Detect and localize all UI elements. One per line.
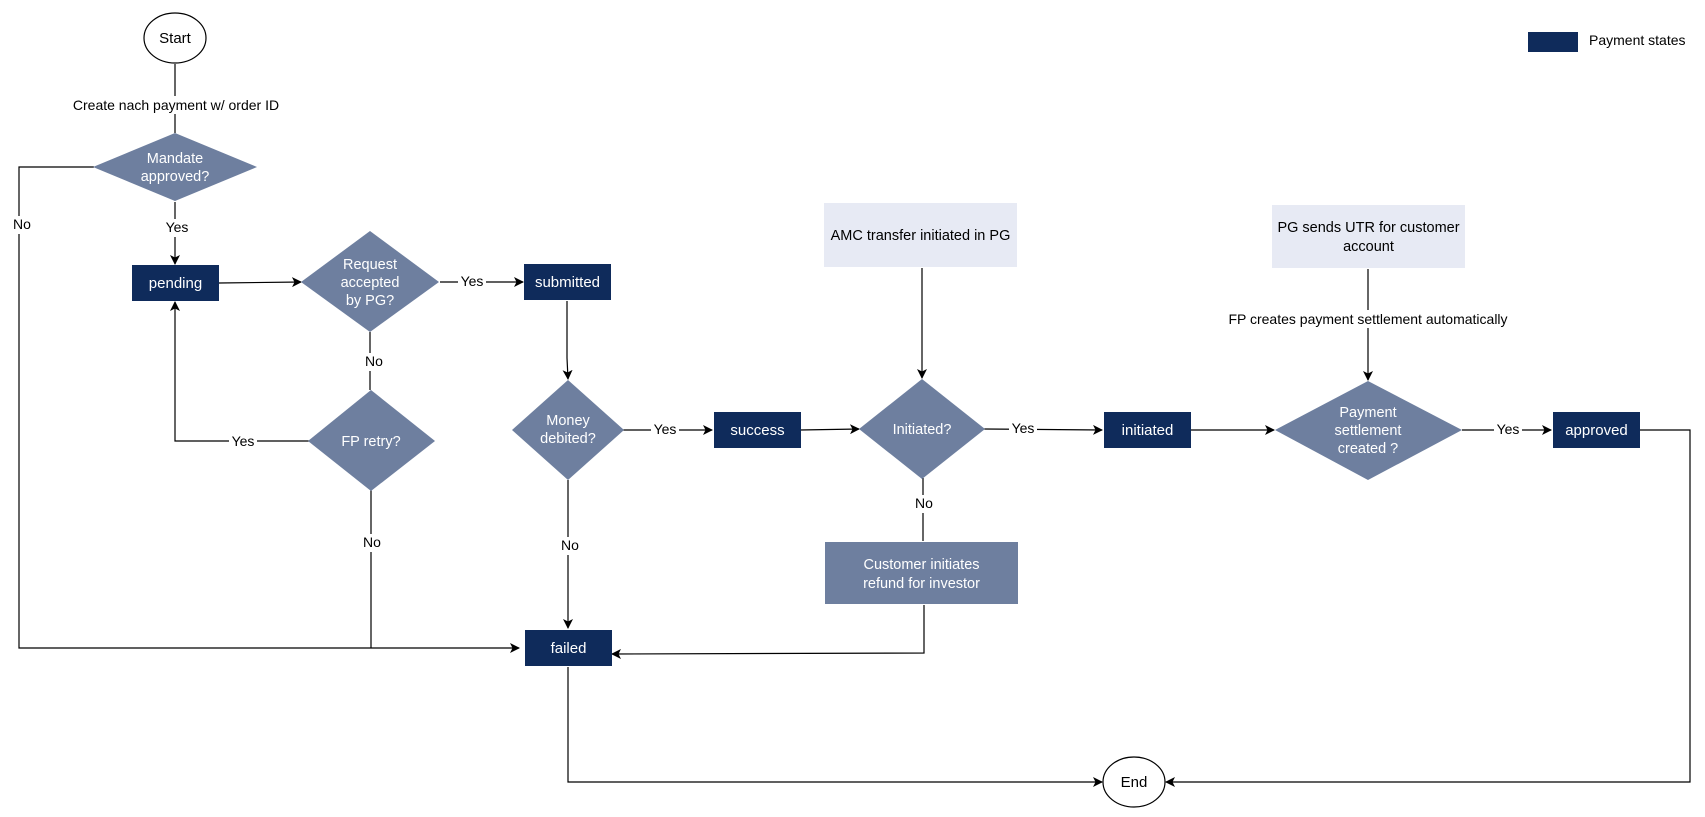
decision-initiated: Initiated? [859,379,985,479]
edge-label-retry-yes: Yes [232,433,255,449]
decision-money-debited: Money debited? [512,380,624,480]
decision-mandate-line-2: approved? [141,169,210,185]
edge-label-money-yes: Yes [654,421,677,437]
state-success: success [714,412,801,448]
state-submitted: submitted [524,264,611,300]
state-failed-label: failed [551,640,587,657]
edge-approved-to-end [1165,429,1691,787]
edge-label-initiated-no: No [915,495,933,511]
state-submitted-label: submitted [535,274,600,291]
edge-label-request-yes: Yes [461,273,484,289]
decision-money-line-1: Money [546,413,590,429]
state-pending-label: pending [149,275,202,292]
note-utr-line-1: PG sends UTR for customer [1277,220,1459,236]
state-approved: approved [1553,412,1640,448]
edge-label-create-payment: Create nach payment w/ order ID [73,97,279,113]
edge-label-mandate-yes: Yes [166,219,189,235]
edge-initiated-yes [983,424,1103,435]
edge-label-request-no: No [365,353,383,369]
decision-settlement-line-1: Payment [1339,405,1396,421]
end-label: End [1121,774,1148,791]
edge-label-fp-settlement: FP creates payment settlement automatica… [1228,311,1507,327]
decision-fp-retry: FP retry? [308,390,435,491]
decision-settlement-line-3: created ? [1338,441,1398,457]
edge-labels: Create nach payment w/ order ID Yes No Y… [10,96,1522,555]
start-label: Start [159,30,192,47]
decision-request-line-3: by PG? [346,293,394,309]
edge-refund-to-failed [611,605,925,659]
decision-settlement-line-2: settlement [1335,423,1402,439]
state-pending: pending [132,265,219,301]
legend-label: Payment states [1589,32,1686,48]
edge-label-initiated-yes: Yes [1012,420,1035,436]
action-customer-refund: Customer initiates refund for investor [825,542,1018,604]
edge-pending-to-request [218,277,302,288]
state-failed: failed [525,630,612,666]
action-refund-line-2: refund for investor [863,576,980,592]
note-utr: PG sends UTR for customer account [1272,205,1465,268]
note-utr-line-2: account [1343,239,1394,255]
decision-request-accepted: Request accepted by PG? [301,231,439,332]
state-initiated: initiated [1104,412,1191,448]
edge-mandate-no [18,166,520,653]
state-success-label: success [730,422,784,439]
edge-success-to-initiated-q [799,424,860,435]
edge-retry-yes [170,301,309,442]
decision-fp-retry-line-1: FP retry? [341,434,400,450]
note-amc-line-1: AMC transfer initiated in PG [831,228,1011,244]
decision-mandate-line-1: Mandate [147,151,203,167]
decision-money-line-2: debited? [540,431,596,447]
decision-request-line-2: accepted [341,275,400,291]
decision-settlement-created: Payment settlement created ? [1275,381,1462,480]
edge-label-money-no: No [561,537,579,553]
edge-failed-to-end [567,667,1103,787]
edge-label-mandate-no: No [13,216,31,232]
edge-label-settlement-yes: Yes [1497,421,1520,437]
legend-swatch [1528,32,1578,52]
start-node: Start [143,12,207,64]
note-amc-transfer: AMC transfer initiated in PG [824,203,1017,267]
edge-submitted-to-money [562,301,573,380]
end-node: End [1102,756,1166,808]
decision-initiated-line-1: Initiated? [893,422,952,438]
action-refund-line-1: Customer initiates [863,557,979,573]
legend: Payment states [1528,32,1686,52]
edge-label-retry-no: No [363,534,381,550]
state-approved-label: approved [1565,422,1628,439]
state-initiated-label: initiated [1122,422,1174,439]
edges [18,64,1691,787]
decision-mandate-approved: Mandate approved? [93,133,257,201]
decision-request-line-1: Request [343,257,397,273]
